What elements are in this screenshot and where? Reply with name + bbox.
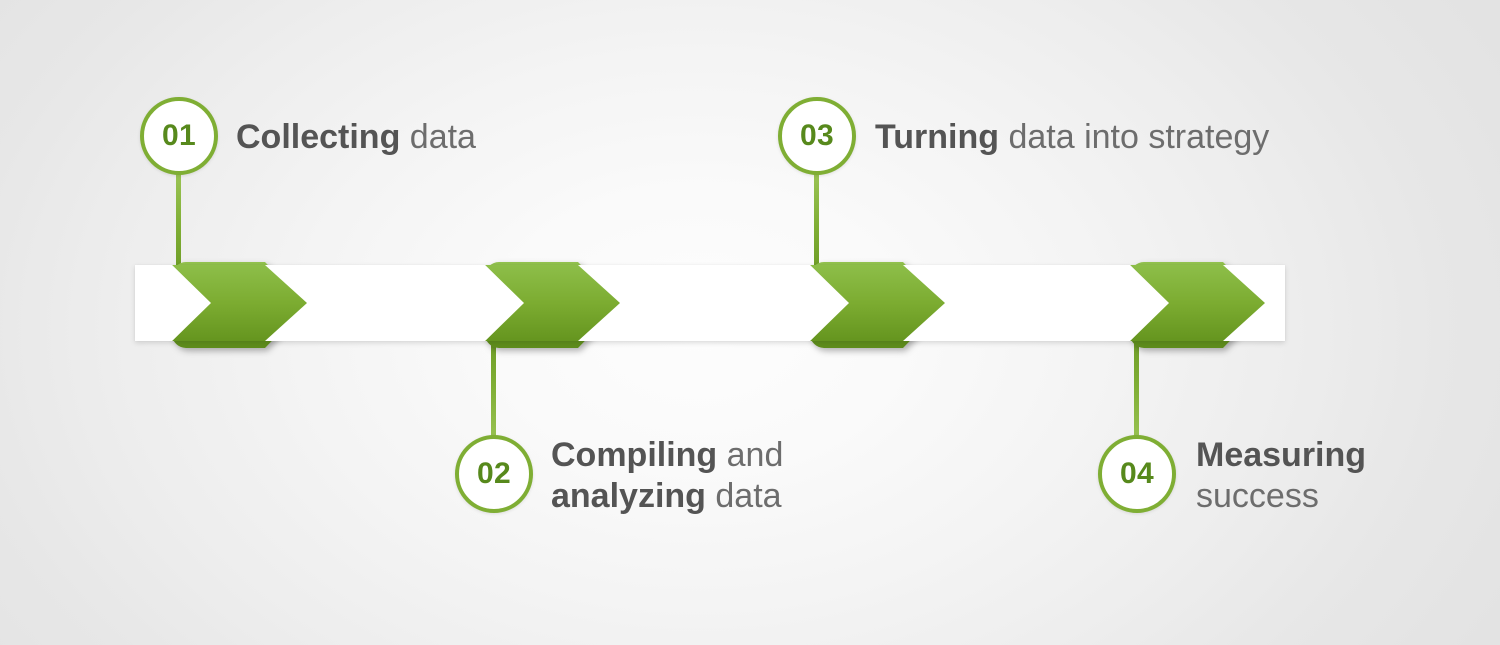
connector-stem-step-2 xyxy=(491,336,496,446)
step-label-01-regular: data xyxy=(400,118,476,156)
step-number-03: 03 xyxy=(800,118,834,152)
arrow-notch-step-3 xyxy=(810,265,849,341)
step-number-04: 04 xyxy=(1120,456,1154,490)
step-label-01-bold: Collecting xyxy=(236,118,401,156)
step-marker-01[interactable]: 01 xyxy=(140,97,218,175)
step-marker-03[interactable]: 03 xyxy=(778,97,856,175)
arrow-notch-step-1 xyxy=(172,265,211,341)
process-arrow-step-2-overlay xyxy=(485,265,620,341)
step-label-04-regular-line2: success xyxy=(1196,477,1319,515)
step-marker-04[interactable]: 04 xyxy=(1098,435,1176,513)
step-label-02-regular-line2: data xyxy=(705,477,782,515)
process-arrow-step-3-overlay xyxy=(810,265,945,341)
step-label-02: Compiling and analyzing data xyxy=(551,435,783,517)
connector-stem-step-4 xyxy=(1134,336,1139,446)
step-label-03: Turning data into strategy xyxy=(875,117,1269,158)
arrow-notch-step-2 xyxy=(485,265,524,341)
step-marker-02[interactable]: 02 xyxy=(455,435,533,513)
step-label-02-bold-line2: analyzing xyxy=(551,477,706,515)
timeline-track-bar xyxy=(135,265,1285,341)
process-arrow-step-4-overlay xyxy=(1130,265,1265,341)
step-label-03-regular: data into strategy xyxy=(999,118,1270,156)
step-label-02-bold: Compiling xyxy=(551,436,718,474)
process-arrow-step-1-overlay xyxy=(172,265,307,341)
connector-stem-step-3 xyxy=(814,172,819,272)
step-label-03-bold: Turning xyxy=(875,118,999,156)
step-label-04: Measuring success xyxy=(1196,435,1366,517)
step-label-01: Collecting data xyxy=(236,117,476,158)
connector-stem-step-1 xyxy=(176,172,181,272)
step-number-01: 01 xyxy=(162,118,196,152)
step-number-02: 02 xyxy=(477,456,511,490)
step-label-02-regular: and xyxy=(717,436,784,474)
step-label-04-bold: Measuring xyxy=(1196,436,1367,474)
arrow-notch-step-4 xyxy=(1130,265,1169,341)
